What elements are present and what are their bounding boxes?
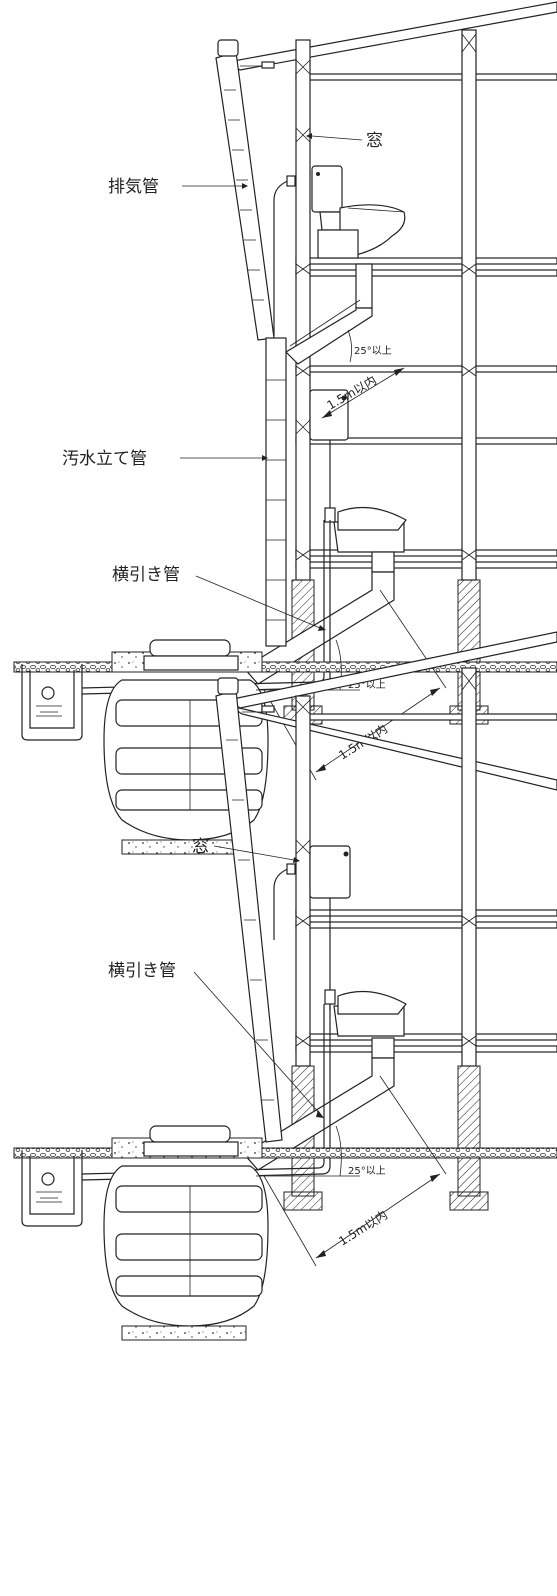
label-slope-upper: 25°以上 [354,345,392,357]
label-length-lower-2: 1.5m以内 [336,1208,390,1249]
label-sewage-stack: 汚水立て管 [62,449,147,469]
upper-diagram: 排気管 窓 汚水立て管 横引き管 25°以上 1.5m以内 [13,1,557,855]
label-horizontal-pipe: 横引き管 [112,565,180,585]
vent-pipe [215,39,296,341]
label-slope-lower-2: 25°以上 [348,1165,386,1177]
label-window-lower: 窓 [192,837,209,857]
label-exhaust-group: 排気管 [108,177,248,197]
label-horizontal-group: 横引き管 [112,565,326,631]
roof [226,1,557,71]
squat-toilet [333,506,407,573]
label-window: 窓 [366,131,383,151]
sewage-stack-pipe [265,337,287,647]
label-exhaust-pipe: 排気管 [108,177,159,197]
building-frame [283,29,557,725]
upper-drain-pipe [285,263,373,365]
lower-diagram-shown: 窓 横引き管 25°以上 1.5m以内 [13,667,557,1341]
upper-angle-dimension: 25°以上 [347,329,392,363]
label-horizontal-pipe-lower: 横引き管 [108,961,176,981]
label-stack-group: 汚水立て管 [62,449,268,469]
western-toilet [311,165,406,259]
inspection-box [21,664,83,741]
label-window-group: 窓 [306,131,383,151]
